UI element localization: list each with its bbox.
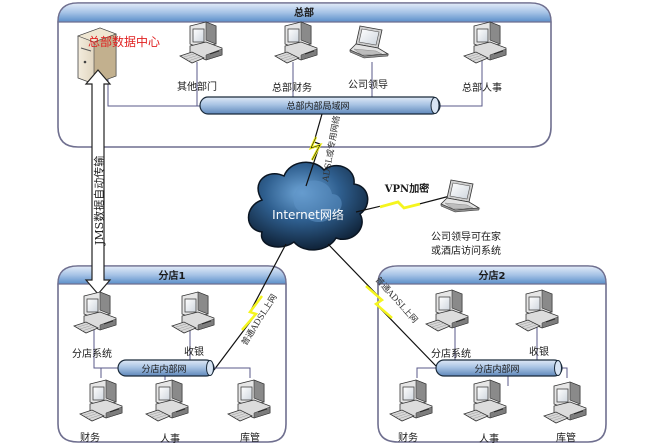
branch2-lan-label: 分店内部网 [474, 363, 519, 375]
branch1-node-label: 库管 [240, 431, 260, 444]
branch2-lan-pipe[interactable] [435, 359, 563, 377]
branch1-node-label: 财务 [80, 431, 100, 444]
branch1-title: 分店1 [159, 269, 186, 282]
vpn-label: VPN加密 [384, 182, 429, 195]
branch1-uplink-link [213, 243, 287, 371]
vpn-link [355, 195, 451, 213]
branch1-node-label: 分店系统 [72, 347, 112, 360]
branch2-node-label: 库管 [556, 431, 576, 444]
hq-node-label: 总部人事 [462, 81, 502, 94]
hq-wires [107, 60, 483, 107]
hq-datacenter-label: 总部数据中心 [88, 34, 160, 49]
branch2-uplink-link [327, 243, 437, 367]
laptop-icon [440, 179, 480, 213]
remote-leader-laptop[interactable] [440, 179, 480, 213]
hq-datacenter-server[interactable] [77, 27, 117, 85]
hq-node-label: 公司领导 [348, 78, 388, 91]
branch2-node-label: 财务 [398, 431, 418, 444]
hq-uplink-link [305, 113, 323, 187]
internet-cloud[interactable] [247, 161, 369, 251]
internet-label: Internet网络 [272, 207, 344, 222]
remote-label-line2: 或酒店访问系统 [431, 244, 501, 257]
branch2-title: 分店2 [479, 269, 506, 282]
hq-node-label: 总部财务 [272, 81, 312, 94]
branch1-node-label: 收银 [184, 345, 204, 358]
hq-title: 总部 [294, 6, 314, 19]
hq-lan-pipe[interactable] [199, 96, 441, 115]
hq-lan-label: 总部内部局域网 [286, 100, 349, 112]
branch1-node-label: 人事 [160, 432, 180, 445]
jms-label: JMS数据自动传输 [92, 156, 106, 246]
branch1-wires [93, 330, 251, 380]
branch2-node-label: 人事 [479, 432, 499, 445]
jms-transfer-arrow [84, 69, 112, 295]
branch2-node-label: 分店系统 [431, 347, 471, 360]
branch1-lan-label: 分店内部网 [141, 363, 186, 375]
branch2-node-label: 收银 [529, 345, 549, 358]
branch1-lan-pipe[interactable] [117, 359, 215, 377]
hq-node-label: 其他部门 [177, 80, 217, 93]
remote-label-line1: 公司领导可在家 [431, 230, 501, 243]
